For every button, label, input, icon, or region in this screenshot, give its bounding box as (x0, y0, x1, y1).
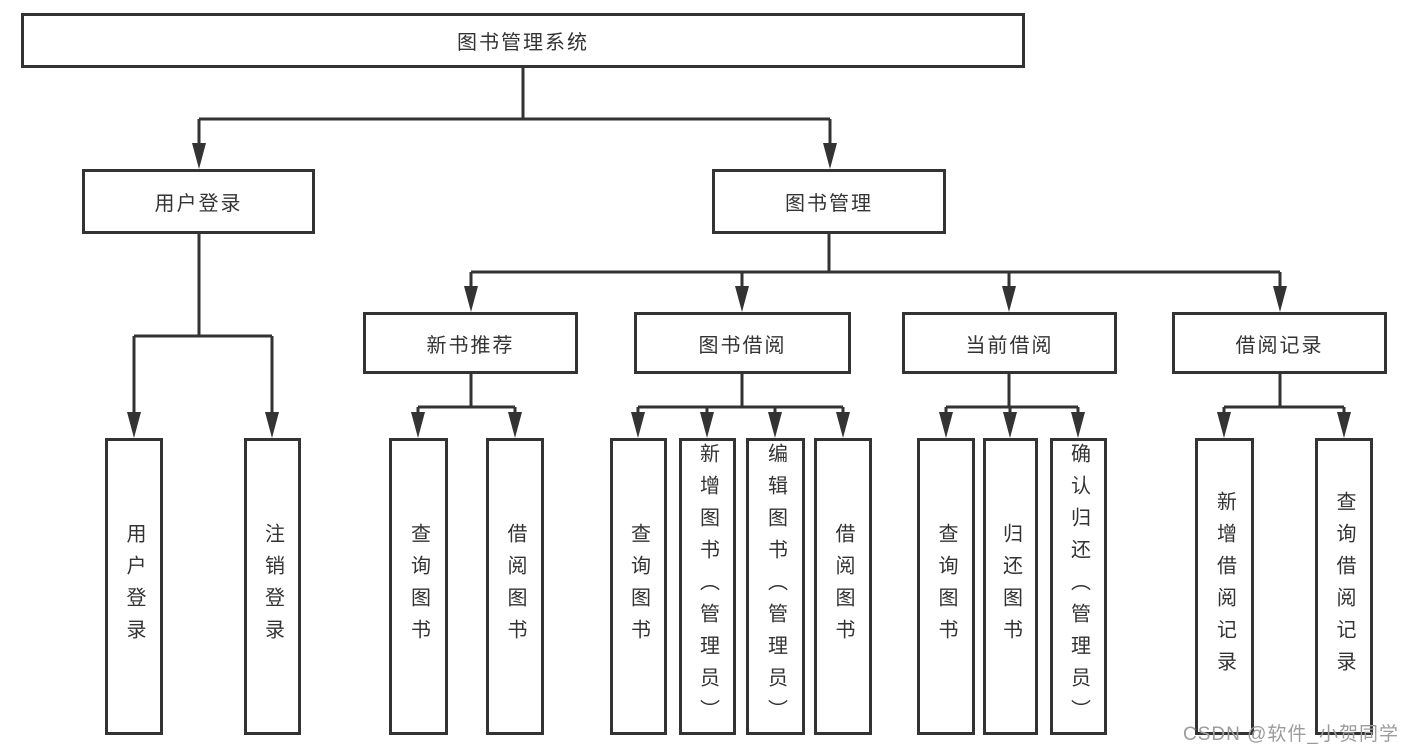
connector-borrow-records-children (1217, 374, 1351, 438)
connector-book-management-children (464, 234, 1287, 312)
node-user-login: 用户登录 (82, 169, 315, 234)
connector-book-borrowing-children (631, 374, 850, 438)
leaf-borrow-books-recommendation: 借阅图书 (486, 438, 544, 735)
leaf-logout: 注销登录 (244, 438, 301, 735)
node-current-borrowing: 当前借阅 (902, 312, 1117, 374)
node-library-system: 图书管理系统 (21, 13, 1025, 68)
leaf-query-borrow-record: 查询借阅记录 (1315, 438, 1373, 735)
connector-user-login-children (127, 234, 279, 438)
leaf-add-borrow-record: 新增借阅记录 (1195, 438, 1254, 735)
leaf-query-books-borrowing: 查询图书 (610, 438, 667, 735)
leaf-return-books: 归还图书 (983, 438, 1038, 735)
leaf-add-books-admin: 新增图书（管理员） (679, 438, 736, 735)
csdn-watermark: CSDN @软件_小贺同学 (1183, 724, 1399, 745)
leaf-user-login: 用户登录 (105, 438, 163, 735)
leaf-borrow-books: 借阅图书 (814, 438, 872, 735)
connector-root-to-level1 (192, 68, 837, 169)
node-borrow-records: 借阅记录 (1172, 312, 1387, 374)
leaf-query-books-recommendation: 查询图书 (389, 438, 448, 735)
leaf-query-books-current: 查询图书 (917, 438, 975, 735)
leaf-edit-books-admin: 编辑图书（管理员） (746, 438, 805, 735)
connector-new-book-children (411, 374, 522, 438)
connector-current-borrowing-children (939, 374, 1085, 438)
node-book-borrowing: 图书借阅 (634, 312, 851, 374)
leaf-confirm-return-admin: 确认归还（管理员） (1050, 438, 1107, 735)
node-book-management: 图书管理 (712, 169, 946, 234)
node-new-book-recommendation: 新书推荐 (363, 312, 578, 374)
